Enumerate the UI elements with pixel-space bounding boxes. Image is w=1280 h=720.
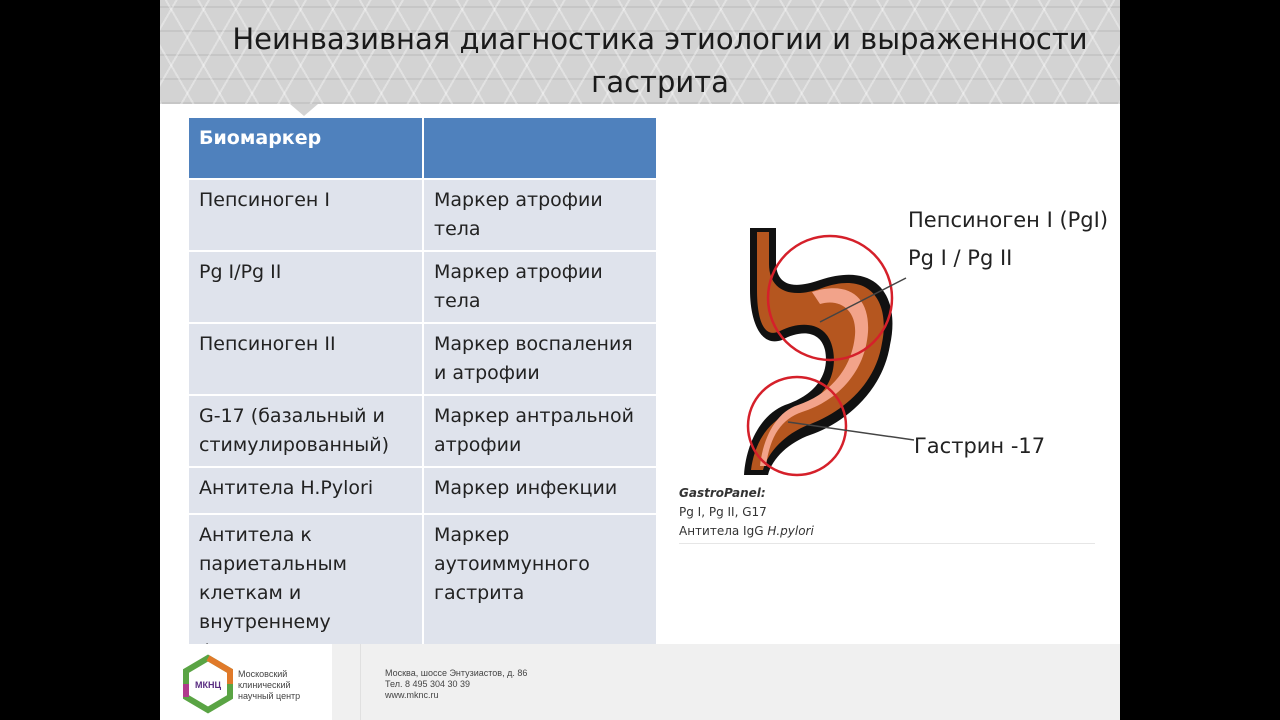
- marker-cell: Пепсиноген II: [187, 322, 424, 396]
- stomach-figure: Пепсиноген I (PgI) Pg I / Pg II Гастрин …: [730, 200, 1120, 500]
- title-banner: [160, 0, 1120, 104]
- table-row: G-17 (базальный и стимулированный) Марке…: [187, 394, 658, 468]
- table-header-row: Биомаркер: [187, 116, 658, 180]
- table-row: Пепсиноген I Маркер атрофии тела: [187, 178, 658, 252]
- header-description: [422, 116, 658, 180]
- marker-cell: Пепсиноген I: [187, 178, 424, 252]
- table-row: Антитела H.Pylori Маркер инфекции: [187, 466, 658, 515]
- fundus-circle: [766, 234, 894, 362]
- description-cell: Маркер атрофии тела: [422, 250, 658, 324]
- website-link[interactable]: www.mknc.ru: [385, 690, 439, 700]
- title-line-2: гастрита: [591, 65, 729, 99]
- phone-text: Тел. 8 495 304 30 39: [385, 679, 471, 689]
- description-cell: Маркер инфекции: [422, 466, 658, 515]
- gastropanel-title: GastroPanel:: [679, 486, 766, 500]
- org-line-3: научный центр: [238, 691, 301, 701]
- org-line-1: Московский: [238, 669, 288, 679]
- pointer-line-pepsinogen: [819, 277, 907, 323]
- marker-cell: Антитела H.Pylori: [187, 466, 424, 515]
- banner-notch: [290, 104, 318, 116]
- label-gastrin: Гастрин -17: [914, 434, 1046, 458]
- table-row: Пепсиноген II Маркер воспаления и атрофи…: [187, 322, 658, 396]
- logo-text: МКНЦ: [195, 680, 221, 690]
- label-pepsinogen: Пепсиноген I (PgI): [908, 208, 1109, 232]
- table-row: Pg I/Pg II Маркер атрофии тела: [187, 250, 658, 324]
- gastropanel-line-2: Антитела IgG H.pylori: [679, 522, 1099, 541]
- biomarker-table: Биомаркер Пепсиноген I Маркер атрофии те…: [187, 116, 658, 674]
- description-cell: Маркер атрофии тела: [422, 178, 658, 252]
- footer-separator: [360, 644, 361, 720]
- description-cell: Маркер воспаления и атрофии: [422, 322, 658, 396]
- marker-cell: G-17 (базальный и стимулированный): [187, 394, 424, 468]
- footer-contacts: Москва, шоссе Энтузиастов, д. 86 Тел. 8 …: [385, 668, 527, 701]
- stomach-body: [751, 232, 884, 470]
- gastropanel-note: GastroPanel: Pg I, Pg II, G17 Антитела I…: [679, 484, 1099, 541]
- antrum-circle: [746, 375, 848, 477]
- logo-icon: МКНЦ: [183, 654, 233, 714]
- footer-logo-area: МКНЦ Московский клинический научный цент…: [160, 644, 332, 720]
- org-line-2: клинический: [238, 680, 291, 690]
- title-line-1: Неинвазивная диагностика этиологии и выр…: [232, 22, 1088, 56]
- stomach-illustration: [744, 228, 915, 477]
- header-biomarker: Биомаркер: [187, 116, 424, 180]
- org-name: Московский клинический научный центр: [238, 669, 300, 702]
- gastropanel-line-2-prefix: Антитела IgG: [679, 524, 768, 538]
- pointer-line-gastrin: [787, 421, 915, 441]
- gastropanel-line-1: Pg I, Pg II, G17: [679, 505, 767, 519]
- address-text: Москва, шоссе Энтузиастов, д. 86: [385, 668, 528, 678]
- marker-cell: Pg I/Pg II: [187, 250, 424, 324]
- label-ratio: Pg I / Pg II: [908, 246, 1013, 270]
- slide-title: Неинвазивная диагностика этиологии и выр…: [200, 18, 1120, 104]
- gastropanel-line-2-italic: H.pylori: [767, 524, 814, 538]
- description-cell: Маркер антральной атрофии: [422, 394, 658, 468]
- divider: [679, 543, 1095, 544]
- slide: Неинвазивная диагностика этиологии и выр…: [160, 0, 1120, 720]
- stomach-mucosa: [760, 288, 869, 466]
- footer: МКНЦ Московский клинический научный цент…: [160, 644, 1120, 720]
